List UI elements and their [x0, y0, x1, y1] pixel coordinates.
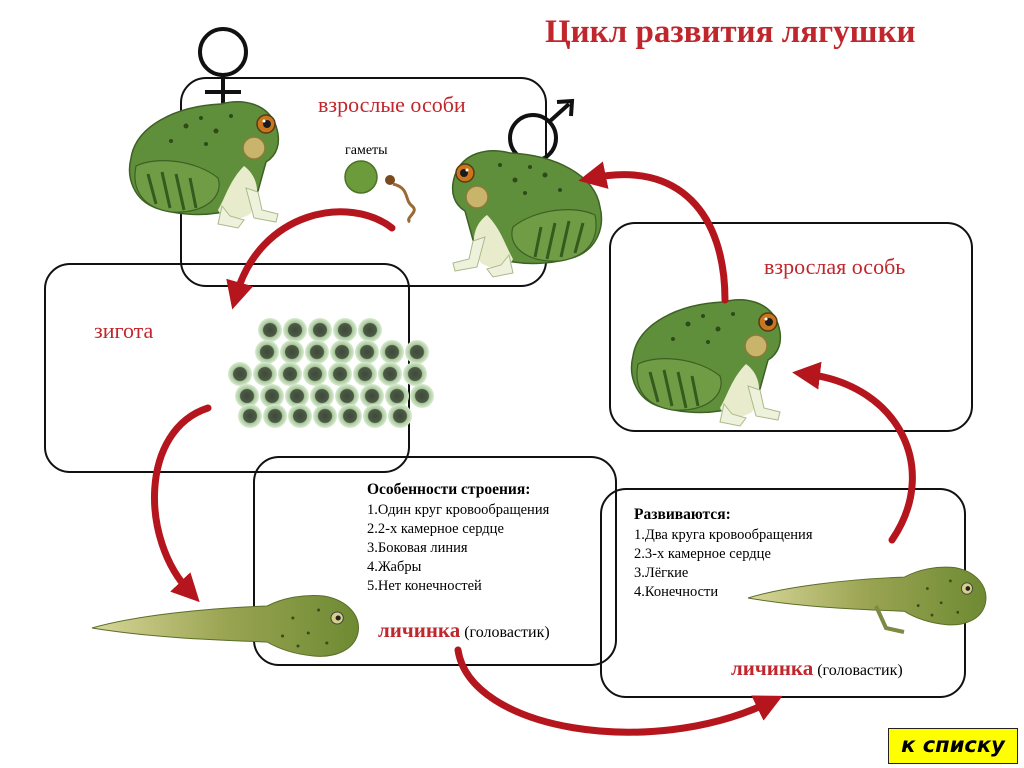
- larva1-name: личинка (головастик): [378, 618, 550, 643]
- egg: [328, 362, 352, 386]
- egg: [263, 404, 287, 428]
- larva2-name-red: личинка: [731, 656, 814, 680]
- female-frog-icon: [128, 100, 280, 230]
- male-symbol-icon: [508, 98, 575, 163]
- egg: [335, 384, 359, 408]
- egg: [280, 340, 304, 364]
- larva2-feature: 4.Конечности: [634, 584, 719, 600]
- adult-frog-icon: [630, 298, 782, 428]
- adult-box: [609, 222, 973, 432]
- larva2-features: Развиваются: 1.Два круга кровообращения …: [634, 505, 813, 602]
- larva1-feature: 4.Жабры: [367, 559, 422, 575]
- female-symbol-icon: [198, 27, 248, 110]
- egg: [313, 404, 337, 428]
- egg: [285, 384, 309, 408]
- egg: [403, 362, 427, 386]
- larva2-feature: 2.3-х камерное сердце: [634, 546, 771, 562]
- egg: [253, 362, 277, 386]
- tadpole-icon: [91, 594, 359, 657]
- tadpole-with-legs-icon: [747, 566, 987, 634]
- egg: [305, 340, 329, 364]
- larva2-name-note: (головастик): [817, 662, 903, 679]
- adults-label: взрослые особи: [318, 92, 466, 117]
- egg: [355, 340, 379, 364]
- back-to-list-button[interactable]: к списку: [888, 728, 1018, 764]
- larva1-feature: 1.Один круг кровообращения: [367, 502, 550, 518]
- egg: [353, 362, 377, 386]
- egg: [330, 340, 354, 364]
- egg: [310, 384, 334, 408]
- larva1-feature: 2.2-х камерное сердце: [367, 521, 504, 537]
- egg: [255, 340, 279, 364]
- egg: [358, 318, 382, 342]
- egg: [380, 340, 404, 364]
- zygote-label: зигота: [94, 318, 154, 343]
- cycle-arrow-icon: [151, 161, 916, 736]
- egg-cluster-icon: [228, 318, 434, 428]
- adult-label: взрослая особь: [764, 254, 906, 279]
- egg: [410, 384, 434, 408]
- egg: [405, 340, 429, 364]
- egg: [235, 384, 259, 408]
- larva1-feature: 5.Нет конечностей: [367, 578, 482, 594]
- egg: [288, 404, 312, 428]
- larva1-heading: Особенности строения:: [367, 481, 531, 498]
- larva2-heading: Развиваются:: [634, 506, 731, 523]
- egg: [238, 404, 262, 428]
- larva1-name-red: личинка: [378, 618, 461, 642]
- larva1-features: Особенности строения: 1.Один круг кровоо…: [367, 480, 549, 596]
- larva1-feature: 3.Боковая линия: [367, 540, 468, 556]
- egg: [388, 404, 412, 428]
- sperm-cell-icon: [385, 175, 416, 224]
- egg: [258, 318, 282, 342]
- page-title: Цикл развития лягушки: [545, 14, 916, 50]
- larva2-name: личинка (головастик): [731, 656, 903, 681]
- gametes-label: гаметы: [345, 143, 388, 158]
- egg-cell-icon: [344, 160, 378, 194]
- egg: [260, 384, 284, 408]
- egg: [360, 384, 384, 408]
- larva2-feature: 3.Лёгкие: [634, 565, 689, 581]
- egg: [278, 362, 302, 386]
- larva2-feature: 1.Два круга кровообращения: [634, 527, 813, 543]
- egg: [333, 318, 357, 342]
- egg: [303, 362, 327, 386]
- egg: [363, 404, 387, 428]
- egg: [385, 384, 409, 408]
- larva1-name-note: (головастик): [464, 624, 550, 641]
- egg: [228, 362, 252, 386]
- egg: [283, 318, 307, 342]
- male-frog-icon: [451, 149, 603, 279]
- egg: [378, 362, 402, 386]
- larva1-box: [253, 456, 617, 666]
- egg: [308, 318, 332, 342]
- egg: [338, 404, 362, 428]
